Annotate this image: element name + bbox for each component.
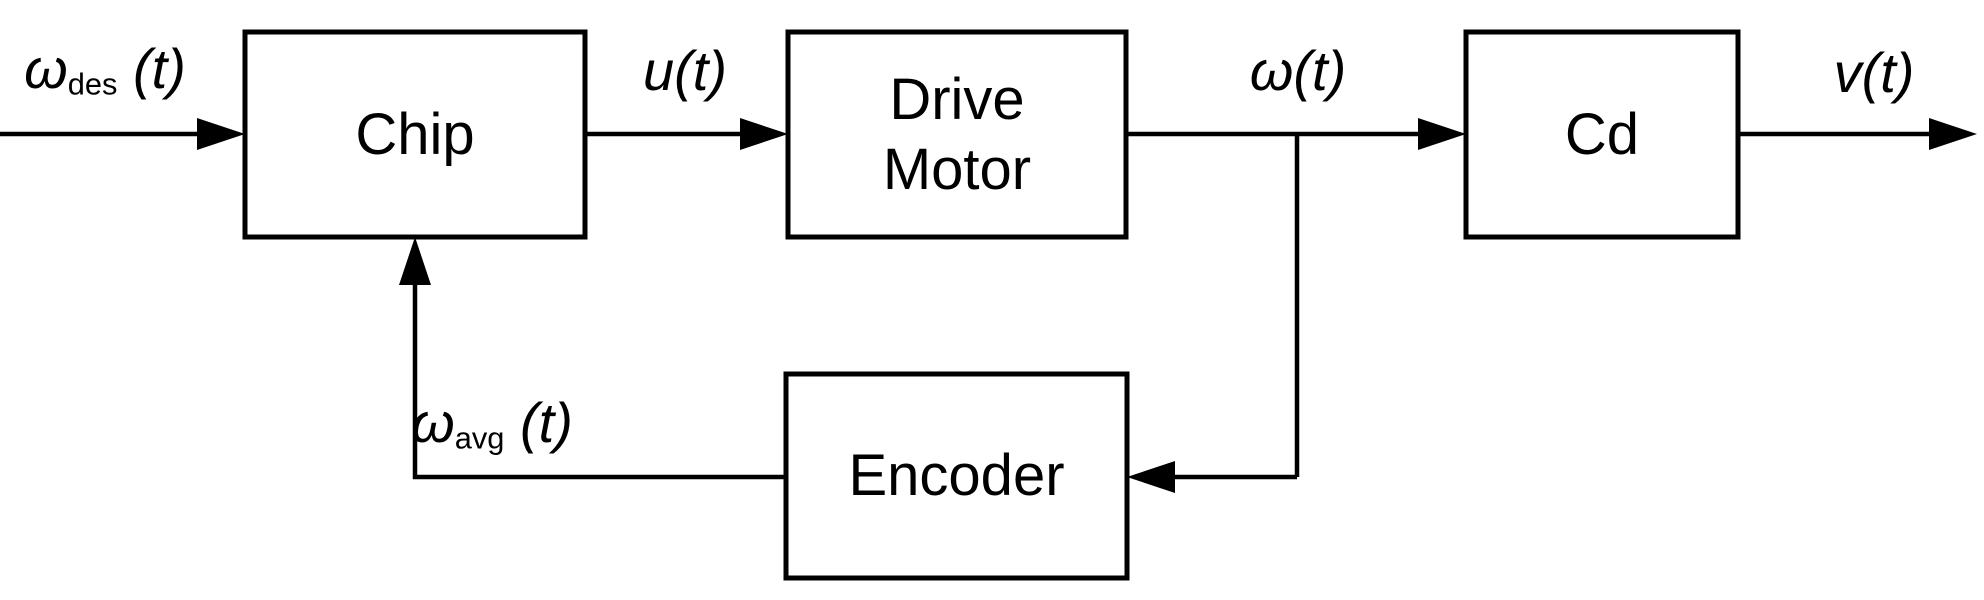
signal-label-omega-avg: ωavg (t) [411,391,573,456]
chip-block-box [242,29,588,240]
chip-to-motor-arrowhead-icon [740,118,788,150]
motor-to-cd-arrowhead-icon [1418,118,1466,150]
signal-label-u: u(t) [642,39,728,103]
encoder-block-label: Encoder [786,374,1127,578]
drive-motor-block-box [785,29,1129,240]
drive-motor-block-label: Drive Motor [788,32,1126,237]
signal-symbol: u [642,39,675,102]
signal-symbol: ω [411,391,455,454]
chip-block-label: Chip [245,32,585,237]
signal-arg: (t) [674,39,728,102]
output-arrowhead-icon [1929,118,1977,150]
input-arrowhead-icon [197,118,245,150]
signal-subscript: des [67,66,118,102]
signal-label-omega-des: ωdes (t) [24,37,186,102]
signal-arg: (t) [1293,39,1347,102]
encoder-block-box [783,371,1130,581]
signal-symbol: ω [24,37,68,100]
signal-symbol: ω [1249,39,1294,102]
cd-block-box [1463,29,1741,240]
signal-arg: (t) [117,37,186,100]
encoder-label-text: Encoder [848,443,1065,509]
drive-motor-label-line2: Motor [882,136,1032,202]
signal-label-omega: ω(t) [1249,39,1347,103]
chip-label-text: Chip [355,101,475,167]
cd-block-label: Cd [1466,32,1738,237]
feedback-to-chip-arrowhead-icon [399,237,431,285]
signal-arg: (t) [1861,41,1915,104]
drive-motor-label-line1: Drive [889,66,1025,132]
branch-to-encoder-arrowhead-icon [1127,461,1175,493]
signal-label-v: v(t) [1833,41,1915,105]
signal-subscript: avg [454,420,505,456]
cd-label-text: Cd [1564,101,1640,167]
signal-symbol: v [1833,41,1862,104]
signal-arg: (t) [504,391,573,454]
